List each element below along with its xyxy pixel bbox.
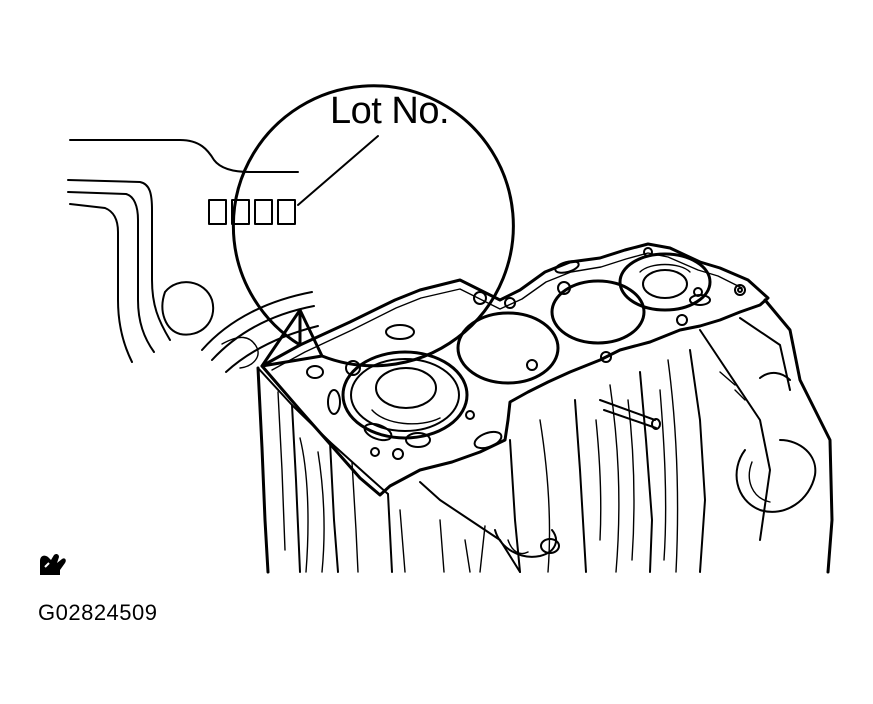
- head-gasket: [260, 242, 770, 497]
- figure-code: G02824509: [38, 600, 158, 625]
- lot-number-mark: [208, 199, 296, 225]
- magnified-detail-callout: [67, 84, 515, 373]
- lot-mark-box: [208, 199, 227, 225]
- new-part-icon: [40, 553, 66, 575]
- cylinder-block: [256, 298, 834, 574]
- lot-mark-box: [254, 199, 273, 225]
- lot-mark-box: [231, 199, 250, 225]
- lot-number-label: Lot No.: [330, 90, 450, 132]
- lot-mark-box: [277, 199, 296, 225]
